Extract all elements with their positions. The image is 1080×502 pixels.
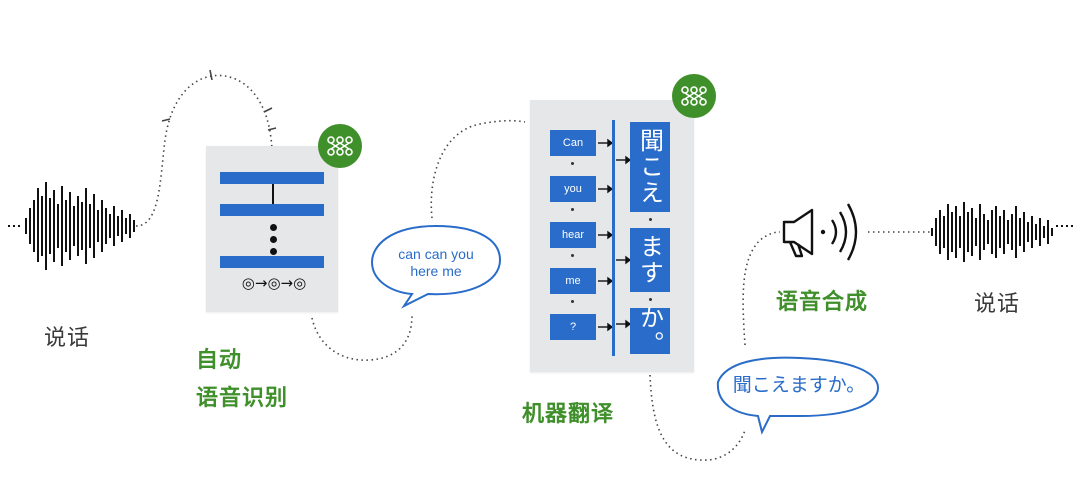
mt-arrows (598, 138, 632, 332)
mt-panel: Can you hear me ? 聞こえ ます か。 (530, 100, 694, 372)
waveform-right-icon (931, 202, 1076, 262)
label-tts: 语音合成 (776, 290, 869, 315)
bubble-jp: 聞こえますか。 (732, 375, 866, 396)
mt-source-token: hear (550, 222, 596, 248)
asr-ellipsis (268, 224, 278, 255)
waveform-left-icon (8, 182, 135, 270)
mt-target-block: か。 (630, 305, 670, 357)
asr-connector-line (272, 184, 274, 204)
mt-attention-bar (612, 120, 615, 356)
label-speak-left: 说话 (44, 326, 91, 351)
asr-panel: ◎→◎→◎ (206, 146, 338, 312)
asr-bar-middle (220, 204, 324, 216)
asr-bar-top (220, 172, 324, 184)
label-asr-line2: 语音识别 (196, 386, 289, 411)
connectors (135, 74, 930, 461)
mt-source-token: you (550, 176, 596, 202)
connector-mt-to-bubble (649, 374, 746, 461)
mt-source-token: Can (550, 130, 596, 156)
connector-bubble-to-speaker (742, 231, 781, 346)
asr-bar-bottom (220, 256, 324, 268)
label-asr-line1: 自动 (196, 348, 243, 373)
mt-source-token: ? (550, 314, 596, 340)
mt-neural-network-icon (672, 74, 716, 118)
label-speak-right: 说话 (974, 292, 1021, 317)
mt-source-token: me (550, 268, 596, 294)
connector-ticks (161, 69, 277, 131)
bubble-en: can can you here me (380, 246, 492, 280)
label-mt: 机器翻译 (522, 402, 615, 427)
bubble-en-line1: can can you (398, 246, 474, 262)
mt-target-block: ます (630, 228, 670, 292)
mt-target-block: 聞こえ (630, 122, 670, 212)
asr-decoder-chain: ◎→◎→◎ (241, 274, 307, 292)
bubble-en-line2: here me (410, 263, 462, 279)
megaphone-icon (782, 203, 858, 261)
asr-neural-network-icon (318, 124, 362, 168)
connector-bubble-to-mt (430, 119, 526, 219)
connector-asr-to-bubble (311, 314, 413, 361)
